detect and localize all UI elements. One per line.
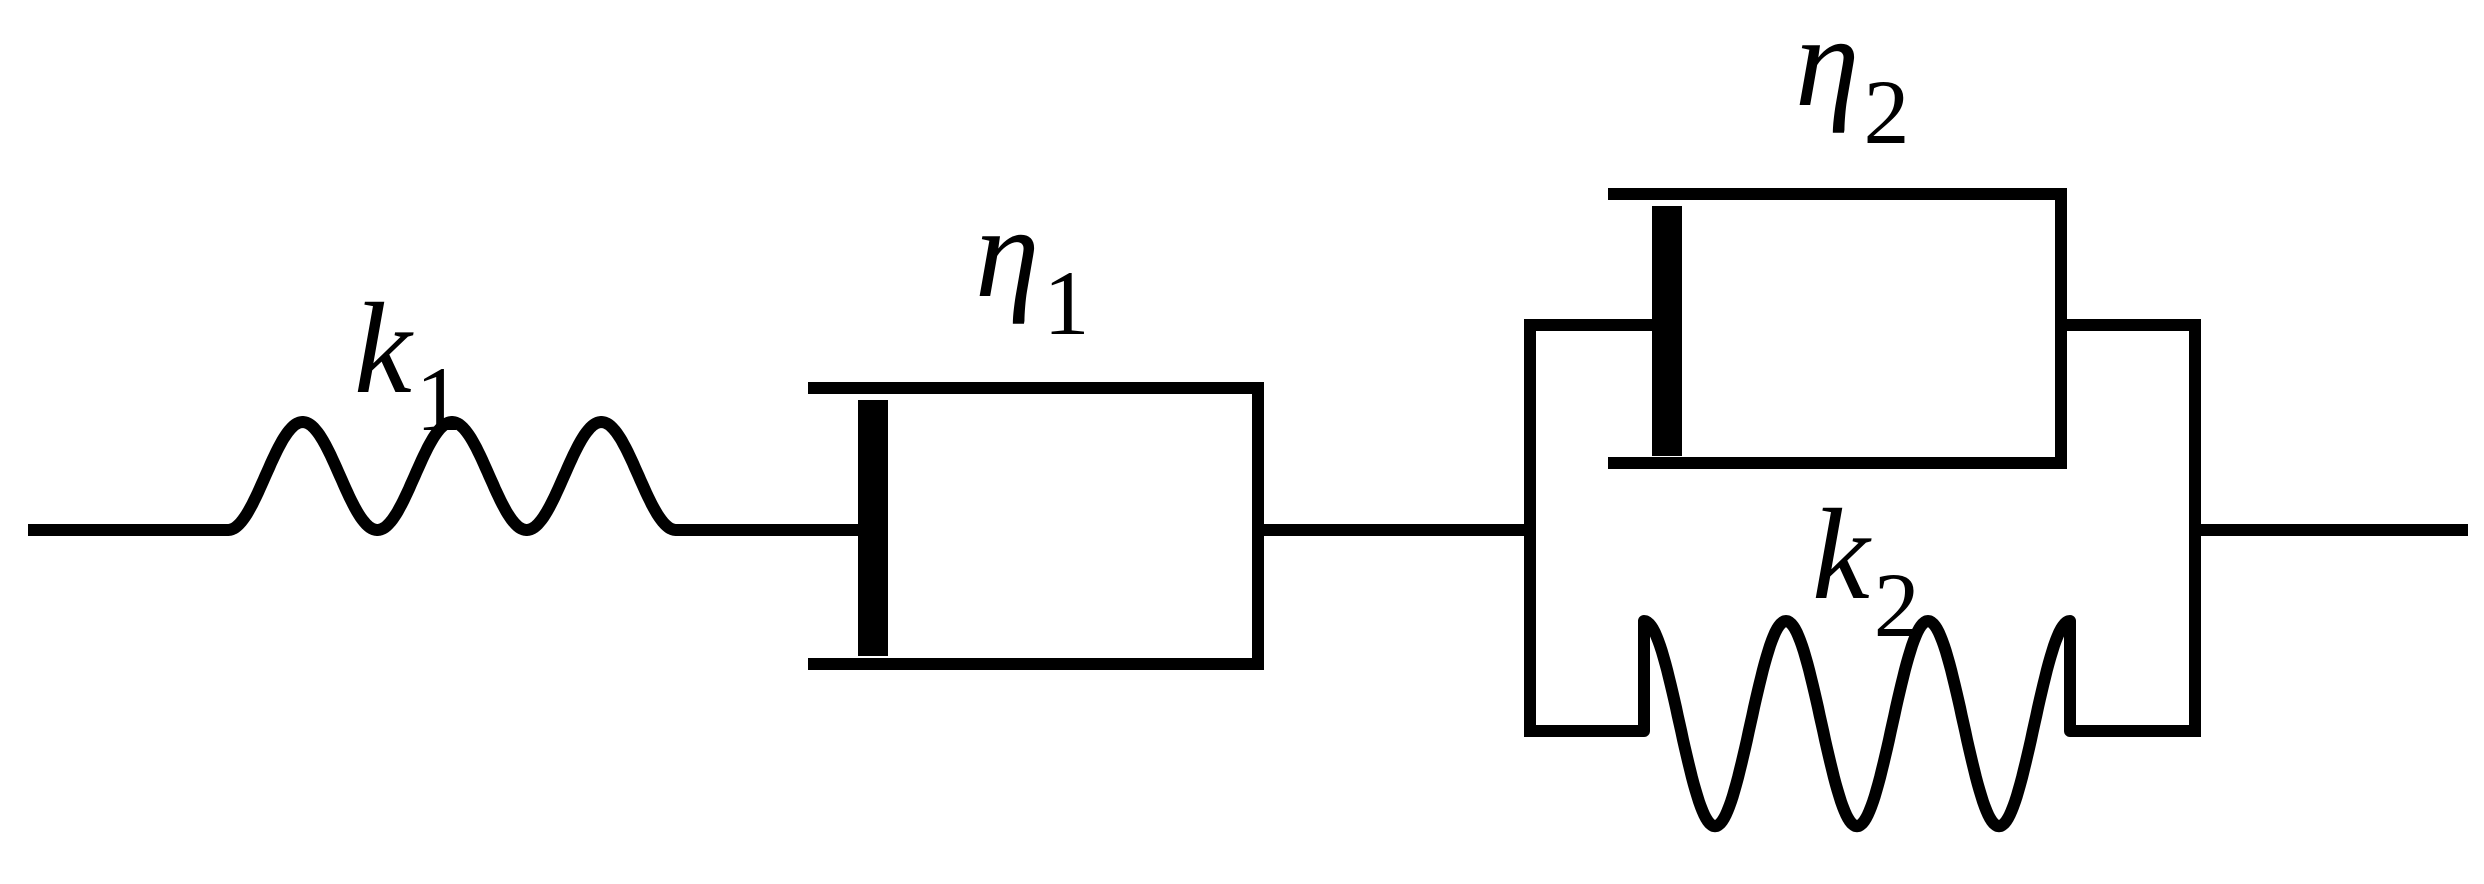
parallel-right-bus — [2061, 319, 2201, 737]
label-eta2: η2 — [1795, 0, 1910, 163]
label-k1: k1 — [354, 277, 462, 450]
spring-k1 — [212, 416, 686, 536]
dashpot-eta2-piston — [1652, 206, 1682, 456]
label-eta1: η1 — [975, 181, 1090, 354]
parallel-left-bus — [1524, 319, 1658, 737]
dashpot-eta1-piston — [858, 400, 888, 656]
dashpot-eta1 — [808, 382, 1264, 670]
dashpot-eta2 — [1608, 188, 2067, 469]
spring-k2 — [1622, 615, 2076, 833]
label-k2: k2 — [1812, 483, 1920, 656]
